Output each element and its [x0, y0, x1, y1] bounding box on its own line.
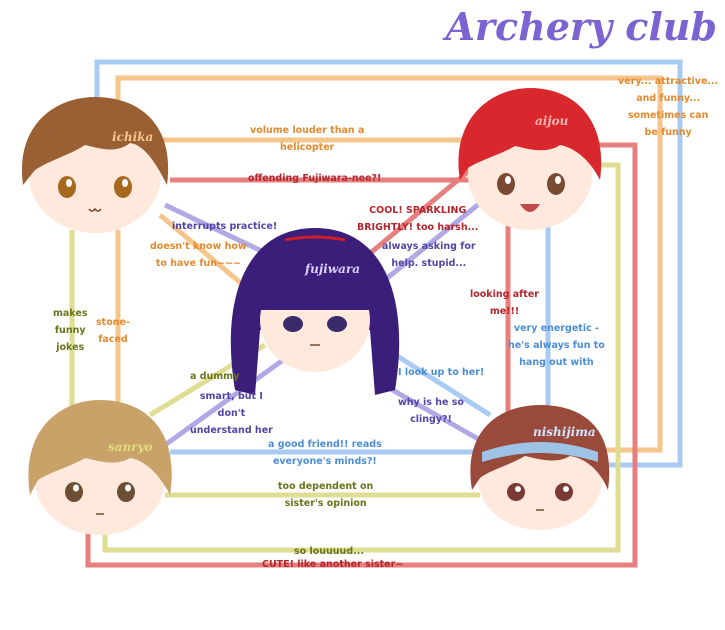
ichika-fujiwara-purple-line [163, 202, 272, 258]
label-sanryo-to-ichika: makes funny jokes [53, 308, 88, 353]
label-aijou-to-sanryo-cute: CUTE! like another sister~ [262, 559, 404, 570]
page-title: Archery club [445, 4, 717, 49]
label-ichika-to-fujiwara: doesn't know how to have fun~~~ [150, 241, 247, 269]
label-fujiwara-to-sanryo: smart, but I don't understand her [190, 391, 273, 436]
aijou-sanryo-yellow-line [102, 162, 621, 553]
ichika-aijou-orange-frame [115, 75, 663, 453]
name-nishijima: nishijima [533, 425, 596, 439]
name-aijou: aijou [535, 114, 569, 128]
label-aijou-to-nishijima: looking after me!!! [470, 289, 539, 317]
name-sanryo: sanryo [108, 440, 153, 454]
ichika-portrait [21, 97, 169, 233]
label-nishijima-to-sanryo: a good friend!! reads everyone's minds?! [268, 439, 382, 467]
label-fujiwara-to-aijou: always asking for help. stupid... [382, 241, 476, 269]
label-nishijima-to-fujiwara: I look up to her! [398, 367, 485, 378]
nishijima-portrait [470, 405, 610, 530]
aijou-nishijima-red-line [85, 142, 638, 568]
fujiwara-sanryo-purple-line [163, 352, 292, 448]
label-sanryo-to-aijou-loud: so louuuud... [294, 546, 364, 557]
label-fujiwara-to-nishijima: why is he so clingy?! [398, 397, 464, 425]
aijou-portrait [458, 88, 602, 230]
label-sanryo-to-nishijima: too dependent on sister's opinion [278, 481, 374, 509]
sanryo-portrait [28, 400, 172, 535]
ichika-fujiwara-orange-line [158, 213, 257, 297]
label-aijou-to-fujiwara: COOL! SPARKLING BRIGHTLY! too harsh... [357, 205, 479, 233]
label-aijou-to-ichika-offending: offending Fujiwara-nee?! [248, 173, 382, 184]
label-nishijima-to-aijou: very energetic - he's always fun to hang… [508, 323, 605, 368]
ichika-nishijima-blue-line [94, 59, 683, 468]
label-sanryo-to-fujiwara: a dummy [190, 371, 240, 382]
label-fujiwara-to-ichika: interrupts practice! [172, 221, 278, 232]
label-ichika-to-sanryo: stone- faced [96, 317, 130, 345]
name-fujiwara: fujiwara [305, 262, 360, 276]
name-ichika: ichika [112, 130, 154, 144]
label-aijou-to-ichika-loud: volume louder than a helicopter [250, 125, 365, 153]
fujiwara-portrait [230, 228, 400, 395]
label-sanryo-to-aijou: very... attractive... and funny... somet… [618, 76, 719, 138]
